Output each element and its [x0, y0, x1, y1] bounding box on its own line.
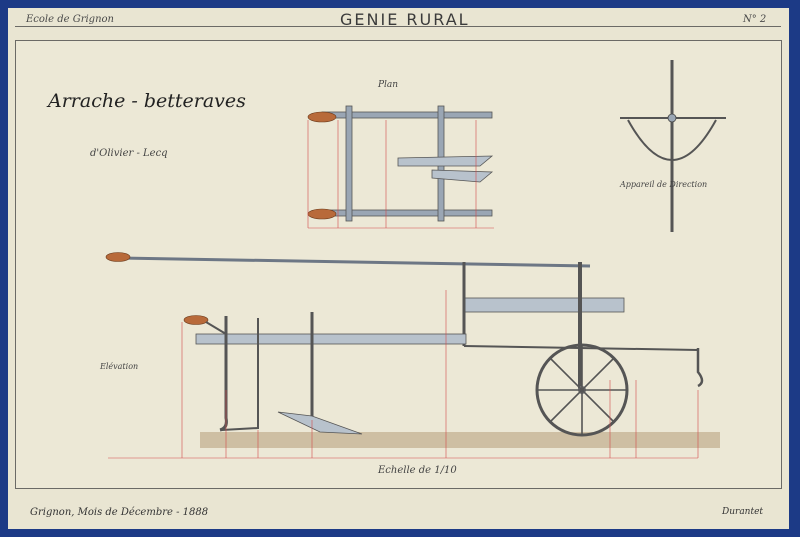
plan-view [307, 105, 494, 229]
direction-label: Appareil de Direction [620, 180, 708, 189]
elevation-label: Elévation [100, 362, 139, 371]
footer-date: Grignon, Mois de Décembre - 1888 [30, 507, 209, 518]
footer-author: Durantet [722, 507, 764, 517]
drawing-subtitle: d'Olivier - Lecq [90, 148, 168, 159]
elevation-view [105, 252, 720, 459]
drawing-title: Arrache - betteraves [48, 90, 246, 112]
scale-label: Echelle de 1/10 [378, 465, 457, 476]
plate-number: N° 2 [743, 14, 767, 25]
header-rule [15, 26, 781, 27]
page-title: GENIE RURAL [340, 10, 470, 29]
plan-label: Plan [378, 80, 399, 90]
school-name: Ecole de Grignon [26, 14, 114, 25]
direction-apparatus [620, 60, 726, 232]
